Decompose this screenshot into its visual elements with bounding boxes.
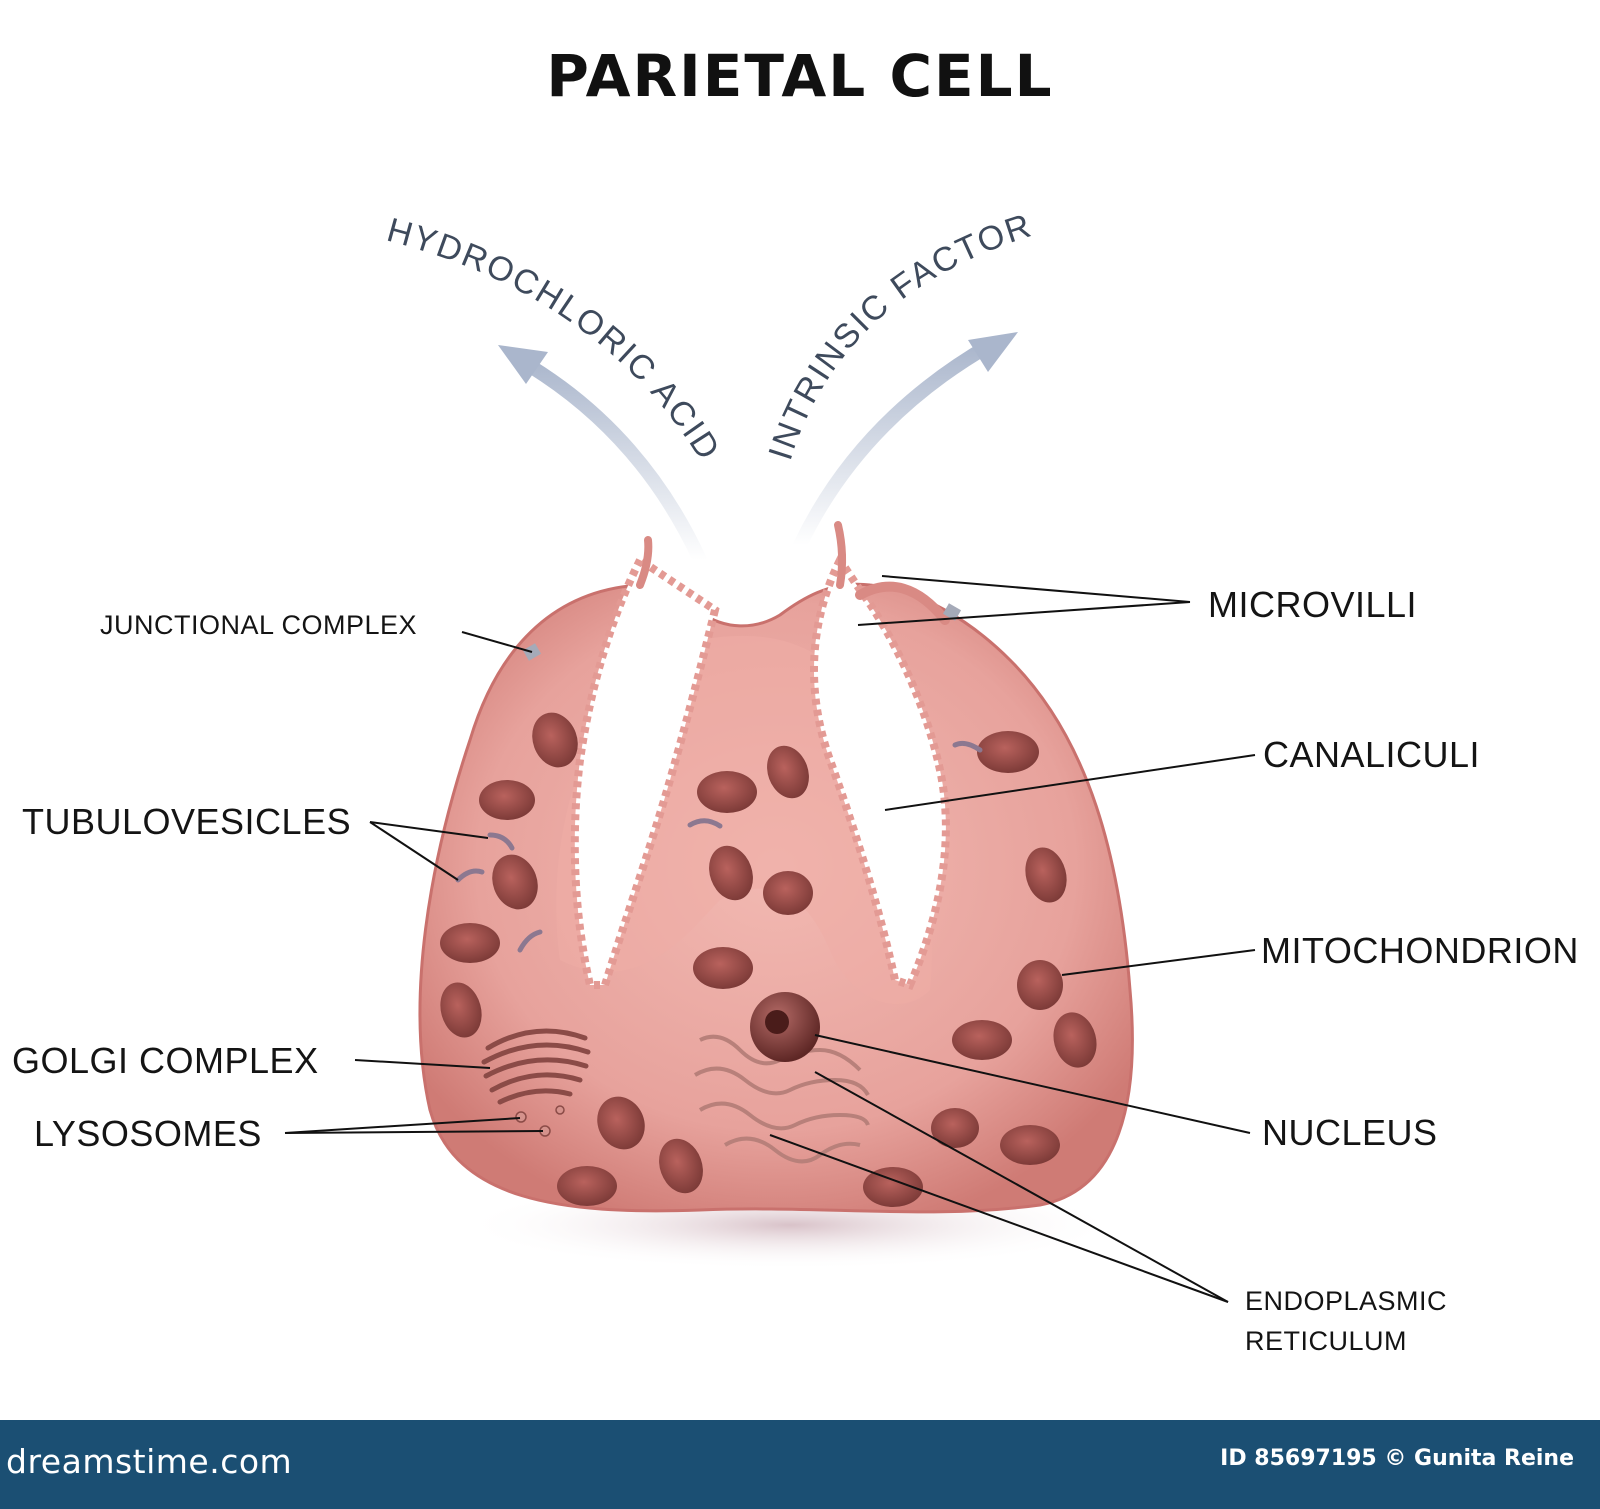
tubulovesicle: [455, 868, 485, 883]
footer-brand-logo[interactable]: dreamstime.com: [6, 1442, 293, 1481]
intrinsic-factor-arrow: [793, 332, 1018, 552]
mitochondrion: [597, 1096, 645, 1150]
mitochondrion: [767, 745, 809, 799]
tubulovesicle: [517, 929, 543, 953]
microvillus-border: [855, 581, 950, 625]
label-microvilli: MICROVILLI: [1208, 584, 1418, 625]
tubulovesicle: [487, 832, 515, 851]
label-mitochondrion: MITOCHONDRION: [1261, 930, 1579, 971]
mitochondrion: [440, 982, 482, 1038]
lysosome: [555, 1105, 565, 1115]
mitochondrion: [492, 854, 538, 910]
microvillus-tip: [834, 521, 847, 589]
tubulovesicle: [952, 740, 983, 753]
leader-endoplasmic-reticulum: [769, 1134, 1229, 1303]
mitochondrion: [440, 923, 500, 963]
nucleolus: [765, 1010, 789, 1034]
lysosome: [515, 1111, 527, 1123]
canaliculus-left: [570, 554, 720, 989]
mitochondrion: [659, 1138, 703, 1194]
label-lysosomes: LYSOSOMES: [34, 1113, 262, 1154]
tubulovesicle: [687, 818, 723, 829]
label-endoplasmic-line2: RETICULUM: [1245, 1326, 1408, 1356]
mitochondrion: [977, 731, 1039, 773]
diagram-title: PARIETAL CELL: [546, 42, 1054, 110]
label-tubulovesicles: TUBULOVESICLES: [22, 801, 352, 842]
leader-microvilli: [881, 575, 1191, 603]
mitochondrion: [863, 1167, 923, 1207]
mitochondrion: [1053, 1012, 1097, 1068]
golgi-complex: [481, 1028, 591, 1105]
leader-mitochondrion: [1061, 949, 1256, 976]
leader-microvilli: [857, 601, 1191, 626]
leader-endoplasmic-reticulum: [814, 1071, 1229, 1303]
leader-lines: [284, 575, 1256, 1303]
mitochondria-group: [440, 712, 1097, 1207]
mitochondrion: [1025, 847, 1067, 903]
mitochondrion: [697, 771, 757, 813]
mitochondrion: [931, 1108, 979, 1148]
leader-junctional-complex: [461, 631, 533, 653]
mitochondrion: [1000, 1125, 1060, 1165]
label-nucleus: NUCLEUS: [1262, 1112, 1438, 1153]
hydrochloric-acid-label: HYDROCHLORIC ACID: [383, 211, 728, 468]
tubulovesicles-group: [455, 740, 983, 953]
leader-lysosomes: [284, 1130, 544, 1134]
footer-credit: ID 85697195 © Gunita Reine: [1220, 1446, 1574, 1471]
leader-tubulovesicles: [369, 821, 459, 881]
canaliculus-right: [810, 552, 950, 990]
leader-nucleus: [814, 1034, 1251, 1134]
leader-tubulovesicles: [369, 821, 489, 839]
mitochondrion: [709, 845, 753, 901]
intrinsic-factor-label: INTRINSIC FACTOR: [761, 206, 1037, 464]
footer-bar: dreamstime.com ID 85697195 © Gunita Rein…: [0, 1420, 1600, 1509]
mitochondrion: [557, 1166, 617, 1206]
label-endoplasmic-line1: ENDOPLASMIC: [1245, 1286, 1448, 1316]
mitochondrion: [1017, 960, 1063, 1010]
junctional-complex-marker: [942, 603, 962, 621]
leader-golgi-complex: [354, 1059, 491, 1069]
label-golgi-complex: GOLGI COMPLEX: [12, 1040, 319, 1081]
mitochondrion: [532, 712, 578, 768]
label-junctional-complex: JUNCTIONAL COMPLEX: [100, 610, 418, 640]
mitochondrion: [479, 780, 535, 820]
mitochondrion: [763, 871, 813, 915]
leader-canaliculi: [884, 754, 1256, 811]
hydrochloric-acid-arrow: [498, 345, 707, 567]
mitochondrion: [952, 1020, 1012, 1060]
leader-lysosomes: [284, 1117, 521, 1134]
mitochondrion: [693, 947, 753, 989]
label-canaliculi: CANALICULI: [1263, 734, 1481, 775]
microvillus-tip: [636, 536, 653, 589]
